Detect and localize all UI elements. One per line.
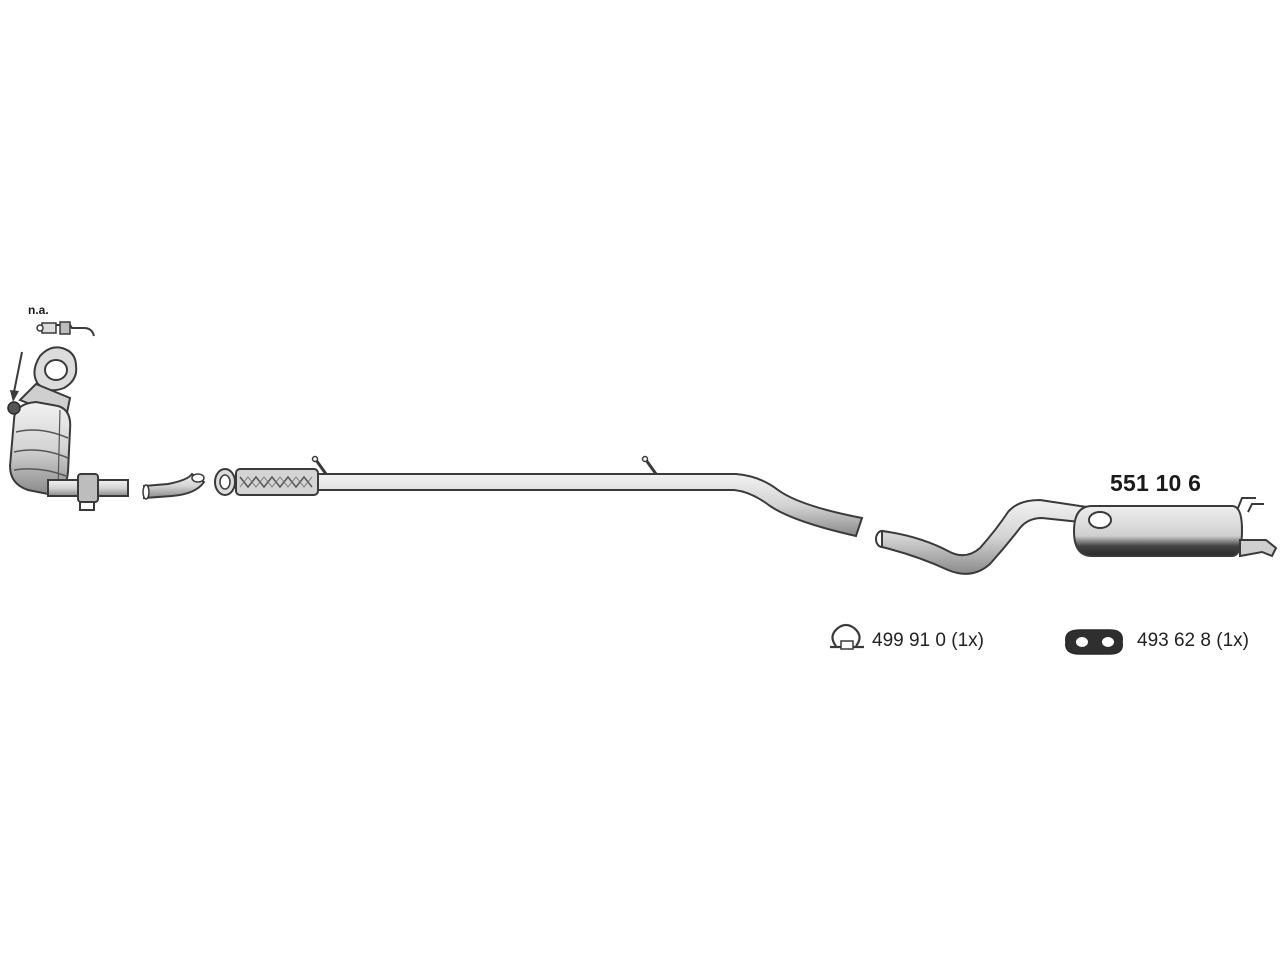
clamp-icon — [830, 623, 864, 650]
sensor-arrow — [10, 351, 23, 402]
clamp-part-number: 499 91 0 (1x) — [872, 630, 984, 651]
front-pipe — [214, 455, 864, 538]
rear-muffler-assembly — [875, 497, 1278, 575]
rubber-hanger-part-number: 493 62 8 (1x) — [1137, 630, 1249, 651]
catalytic-converter — [7, 346, 129, 511]
lambda-sensor — [36, 321, 95, 337]
main-part-number: 551 10 6 — [1110, 470, 1202, 496]
connecting-pipe — [142, 472, 206, 500]
rubber-hanger-icon — [1065, 629, 1123, 655]
sensor-note-label: n.a. — [28, 303, 49, 317]
